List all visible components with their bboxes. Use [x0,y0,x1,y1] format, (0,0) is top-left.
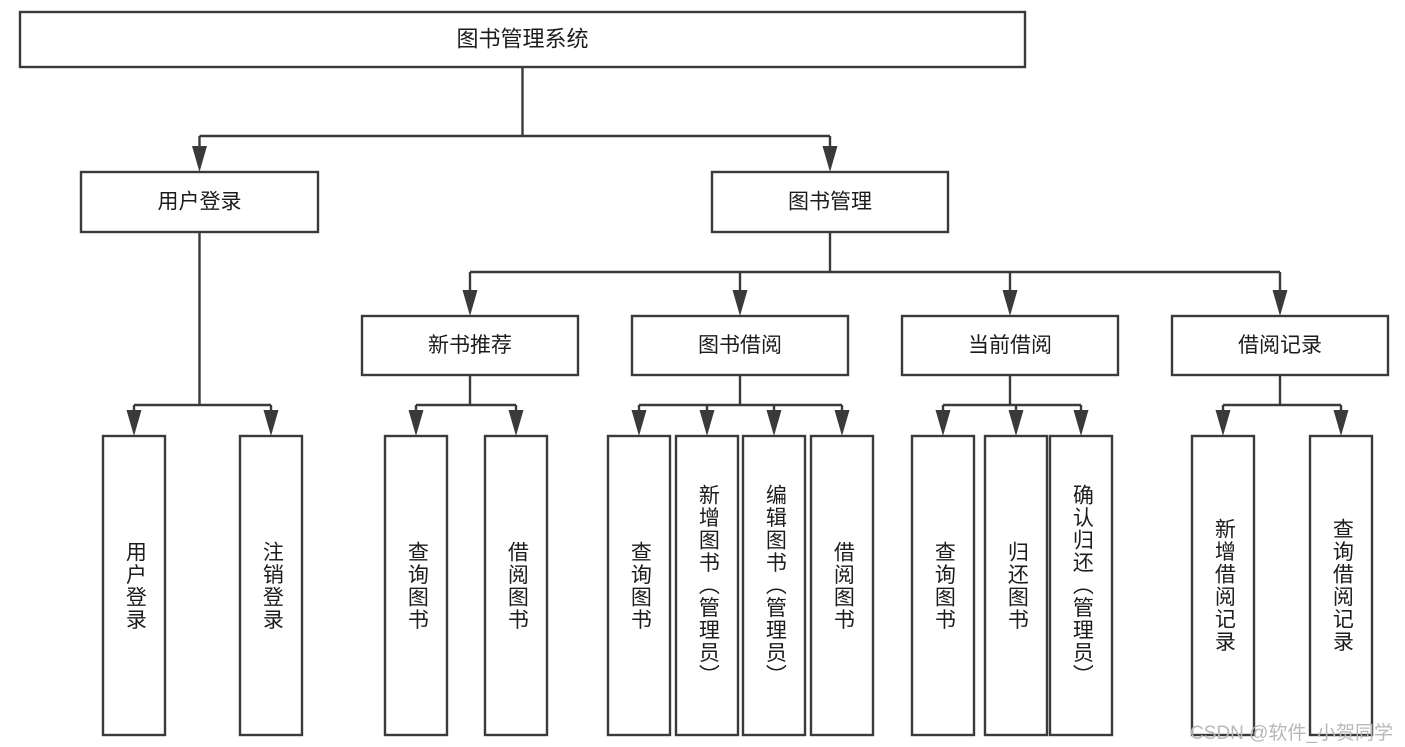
level2-node-3[interactable]: 借阅记录 [1170,314,1390,377]
level2-node-1-rect[interactable] [630,314,850,377]
leaf-node-1-rect[interactable] [238,434,304,737]
level1-node-1[interactable]: 图书管理 [710,170,950,234]
leaf-connector-3-0-arrowhead [935,410,951,436]
leaf-node-5-rect[interactable] [674,434,740,737]
leaf-node-8-rect[interactable] [910,434,976,737]
csdn-watermark: CSDN @软件_小贺同学 [1190,723,1393,744]
level1-node-1-rect[interactable] [710,170,950,234]
level2-connector-1-arrowhead [732,290,748,316]
leaf-connector-4-0-arrowhead [1215,410,1231,436]
leaf-connector-3-2-arrowhead [1073,410,1089,436]
leaf-node-11-rect[interactable] [1190,434,1256,737]
leaf-connector-1-1-arrowhead [508,410,524,436]
level2-connector-0-arrowhead [462,290,478,316]
leaf-node-9-rect[interactable] [983,434,1049,737]
leaf-connector-4-1-arrowhead [1333,410,1349,436]
level2-node-2-rect[interactable] [900,314,1120,377]
level1-node-0[interactable]: 用户登录 [79,170,320,234]
root-node-book-management-system-label: 图书管理系统 [456,26,588,51]
level2-connector-2-arrowhead [1002,290,1018,316]
root-node-book-management-system-rect[interactable] [18,10,1027,69]
leaf-node-10-rect[interactable] [1048,434,1114,737]
leaf-node-12-rect[interactable] [1308,434,1374,737]
level1-node-0-rect[interactable] [79,170,320,234]
leaf-connector-3-1-arrowhead [1008,410,1024,436]
level2-node-3-rect[interactable] [1170,314,1390,377]
level2-connector-3-arrowhead [1272,290,1288,316]
level2-node-0[interactable]: 新书推荐 [360,314,580,377]
root-node-book-management-system[interactable]: 图书管理系统 [18,10,1027,69]
level2-node-1[interactable]: 图书借阅 [630,314,850,377]
level2-node-0-rect[interactable] [360,314,580,377]
level1-connector-1-arrowhead [822,146,838,172]
leaf-node-4-rect[interactable] [606,434,672,737]
leaf-connector-1-0-arrowhead [408,410,424,436]
leaf-connector-2-0-arrowhead [631,410,647,436]
leaf-connector-2-3-arrowhead [834,410,850,436]
level2-node-3-label: 借阅记录 [1238,334,1322,357]
leaf-connector-0-0-arrowhead [126,410,142,436]
leaf-connector-2-2-arrowhead [766,410,782,436]
leaf-node-6-rect[interactable] [741,434,807,737]
level2-node-2-label: 当前借阅 [968,334,1052,357]
leaf-connector-0-1-arrowhead [263,410,279,436]
level2-node-0-label: 新书推荐 [428,334,512,357]
connectors-layer [126,67,1349,436]
level1-connector-0-arrowhead [192,146,207,172]
level2-node-2[interactable]: 当前借阅 [900,314,1120,377]
leaf-node-0-rect[interactable] [101,434,167,737]
leaf-node-2-rect[interactable] [383,434,449,737]
level2-node-1-label: 图书借阅 [698,334,782,357]
level1-node-0-label: 用户登录 [158,191,242,214]
leaf-connector-2-1-arrowhead [699,410,715,436]
level1-node-1-label: 图书管理 [788,191,872,214]
leaf-node-3-rect[interactable] [483,434,549,737]
leaf-node-7-rect[interactable] [809,434,875,737]
